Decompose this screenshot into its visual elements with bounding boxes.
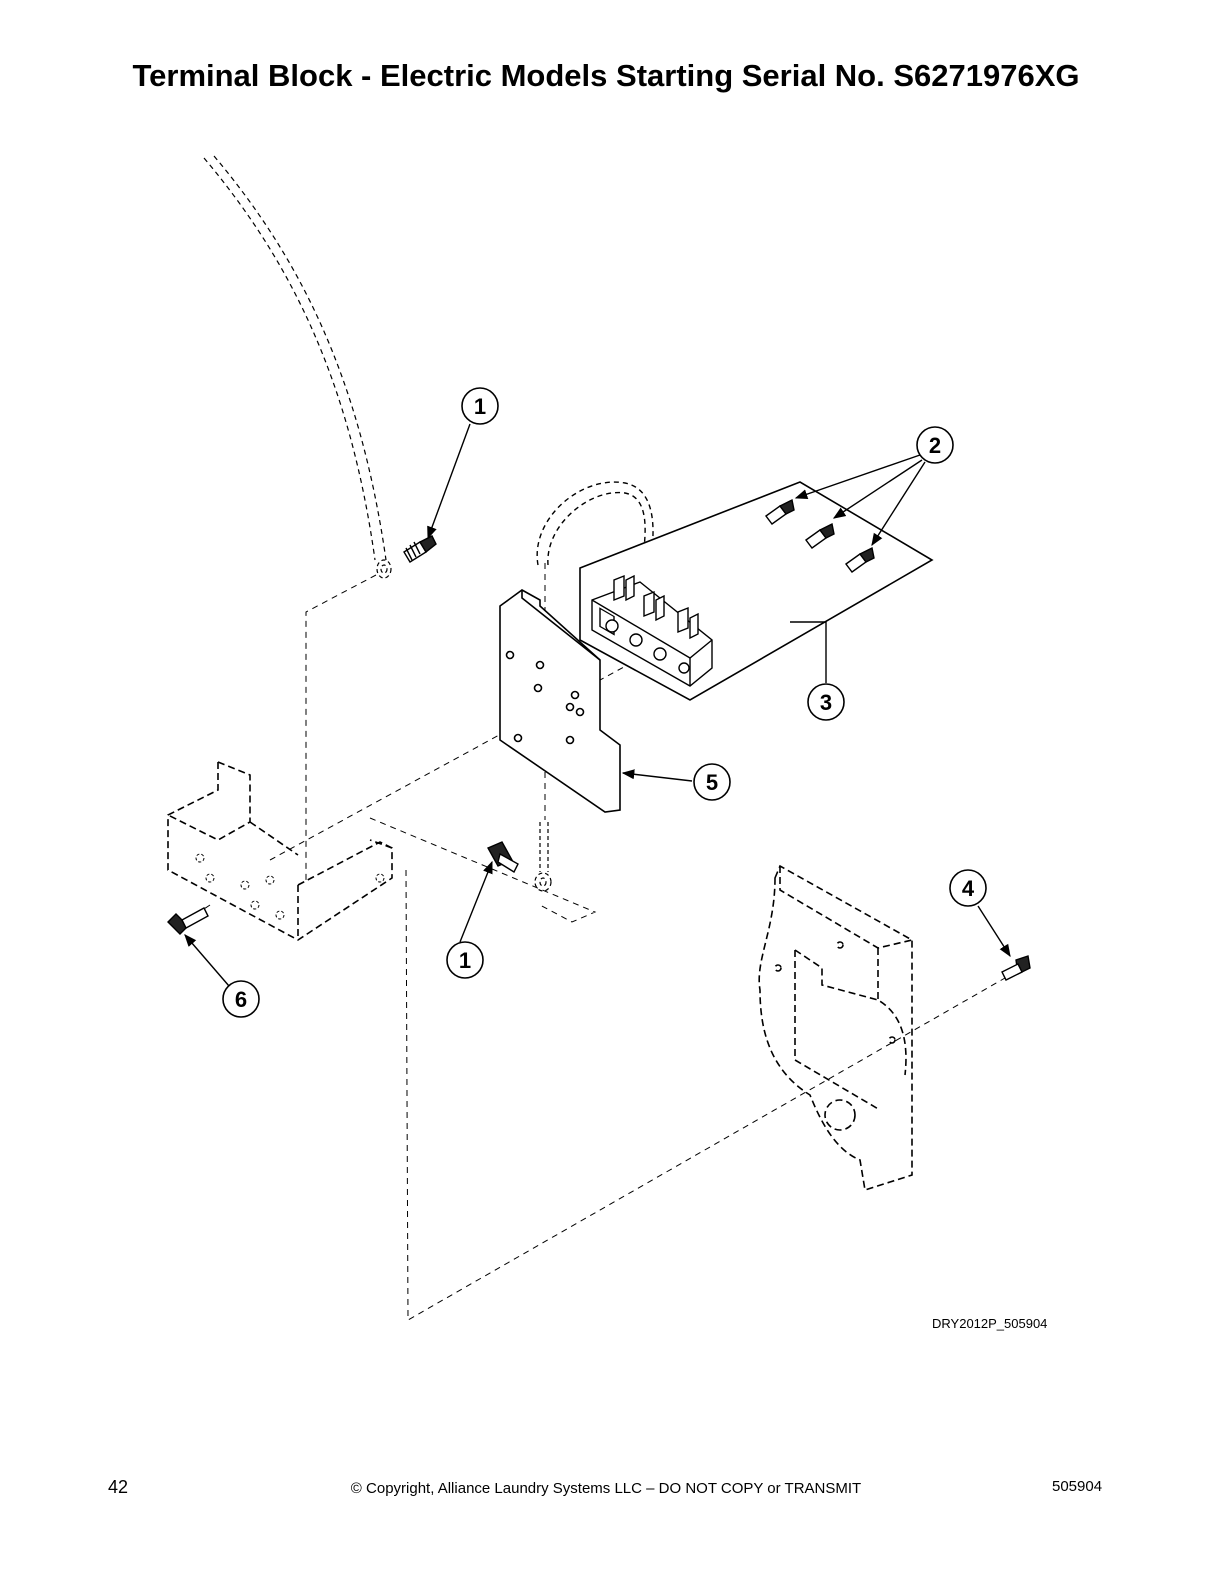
mounting-bracket bbox=[499, 589, 621, 813]
callout-3: 3 bbox=[807, 683, 845, 721]
wire-harness bbox=[536, 481, 654, 576]
right-frame-panel bbox=[758, 864, 913, 1192]
callout-1-upper: 1 bbox=[461, 387, 499, 425]
document-number: 505904 bbox=[1052, 1478, 1103, 1495]
ground-terminal-upper bbox=[376, 559, 392, 579]
copyright-notice: © Copyright, Alliance Laundry Systems LL… bbox=[350, 1480, 862, 1497]
callout-number: 1 bbox=[459, 948, 471, 973]
ground-terminal-lower bbox=[534, 822, 552, 892]
screw-icon bbox=[167, 907, 209, 935]
screw-icon bbox=[805, 522, 835, 549]
callout-number: 3 bbox=[820, 690, 832, 715]
page-title: Terminal Block - Electric Models Startin… bbox=[132, 58, 1080, 93]
screw-icon bbox=[1001, 955, 1031, 981]
callout-2: 2 bbox=[916, 426, 954, 464]
callout-4: 4 bbox=[949, 869, 987, 907]
callout-number: 4 bbox=[962, 876, 975, 901]
callout-6: 6 bbox=[222, 980, 260, 1018]
terminal-block bbox=[591, 574, 713, 687]
screw-icon bbox=[403, 535, 437, 563]
screw-icon bbox=[765, 498, 795, 525]
left-frame-bracket bbox=[167, 761, 393, 941]
page-number: 42 bbox=[108, 1477, 129, 1497]
callout-5: 5 bbox=[693, 763, 731, 801]
left-bracket-holes bbox=[195, 853, 385, 920]
callout-number: 1 bbox=[474, 394, 486, 419]
screw-icon bbox=[487, 841, 519, 874]
figure-code: DRY2012P_505904 bbox=[932, 1316, 1048, 1331]
callout-number: 2 bbox=[929, 433, 941, 458]
callout-1-lower: 1 bbox=[446, 941, 484, 979]
callout-number: 5 bbox=[706, 770, 718, 795]
drum-edge bbox=[203, 155, 387, 561]
callout-leaders bbox=[184, 423, 1011, 987]
callout-number: 6 bbox=[235, 987, 247, 1012]
screw-icon bbox=[845, 546, 875, 573]
